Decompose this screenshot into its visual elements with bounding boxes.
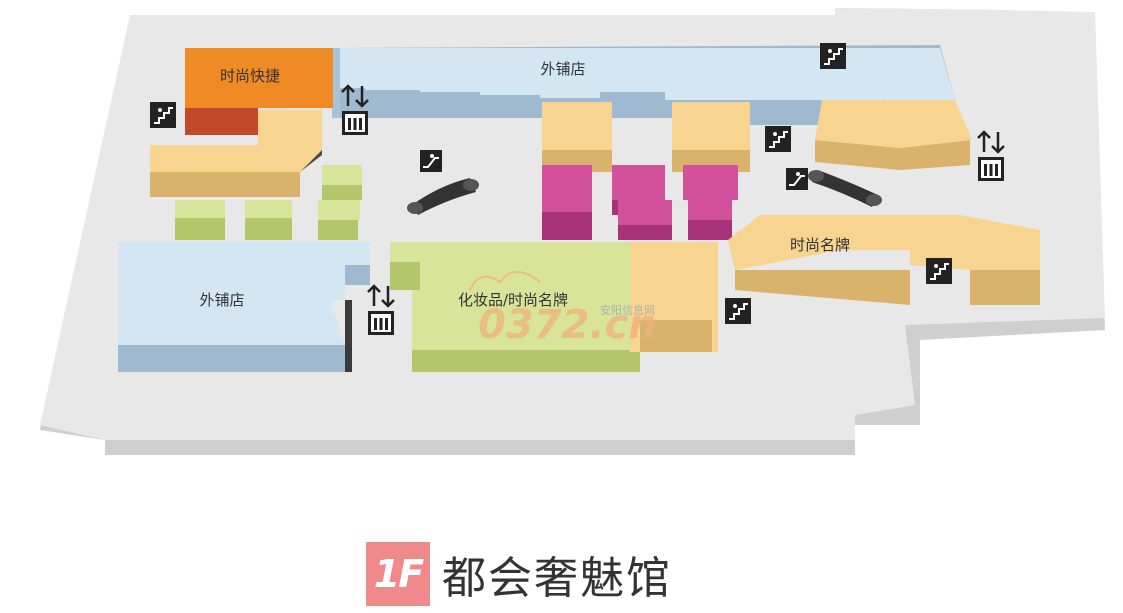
watermark: 0372.cn 安阳信息网 [469,271,657,348]
escalator-left [407,178,479,215]
store-tan-middle[interactable] [630,242,718,352]
escalator-right [808,170,882,207]
store-label-outer-top: 外铺店 [540,60,585,78]
store-label-cosmetics: 化妆品/时尚名牌 [458,291,568,309]
stairs-icon[interactable] [725,298,751,324]
escalator-icon[interactable] [420,150,442,172]
watermark-sub: 安阳信息网 [600,303,655,317]
store-label-outer-left: 外铺店 [199,291,244,309]
stairs-icon[interactable] [150,102,176,128]
store-label-fashion-express: 时尚快捷 [220,67,280,85]
store-tan-right[interactable] [815,100,972,170]
floor-title: 1F 都会奢魅馆 [366,542,672,606]
elevator-icon[interactable] [341,84,369,135]
store-outer-shop-top[interactable]: 外铺店 [332,45,955,125]
store-magenta-kiosks[interactable] [542,165,738,240]
store-tan-left[interactable] [150,110,322,197]
store-cosmetics-brands[interactable]: 化妆品/时尚名牌 [390,242,640,372]
stairs-icon[interactable] [765,126,791,152]
store-green-small[interactable] [175,165,362,240]
stairs-icon[interactable] [926,258,952,284]
store-famous-brands[interactable]: 时尚名牌 [728,215,1040,305]
floor-name: 都会奢魅馆 [442,553,672,604]
elevator-icon[interactable] [367,284,395,335]
stairs-icon[interactable] [820,43,846,69]
escalator-icon[interactable] [786,168,808,190]
floor-badge: 1F [366,542,430,606]
store-fashion-express[interactable]: 时尚快捷 [185,48,333,135]
elevator-icon[interactable] [977,130,1005,181]
store-label-famous-brands: 时尚名牌 [790,236,850,254]
watermark-main: 0372.cn [478,302,657,348]
store-outer-shop-left[interactable]: 外铺店 [118,242,370,372]
